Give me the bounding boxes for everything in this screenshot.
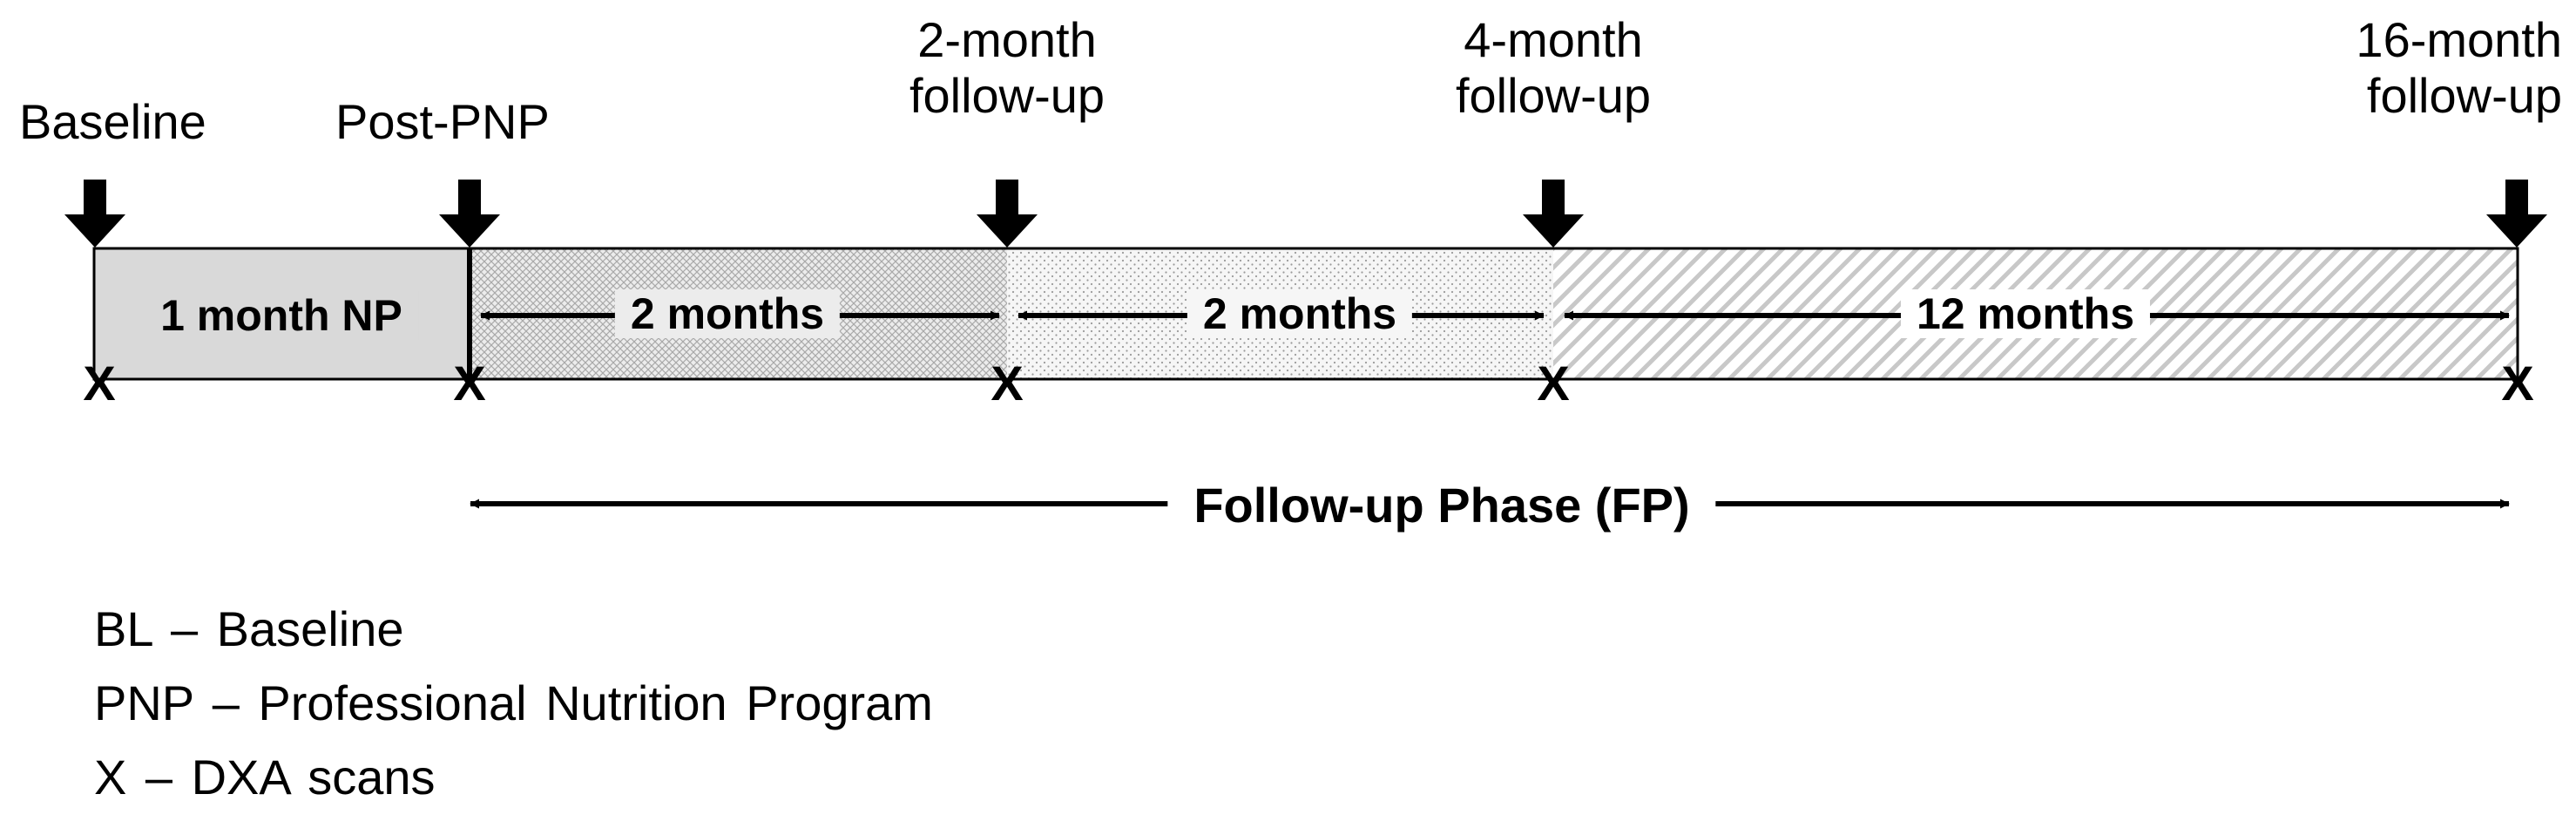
two-month-label-line2: follow-up	[909, 68, 1105, 123]
four-month-label: 4-month follow-up	[1456, 12, 1651, 124]
segment-label-2m-a: 2 months	[614, 289, 841, 338]
legend-item-x: X – DXA scans	[94, 750, 436, 804]
timeline-bar-outline	[92, 247, 2519, 381]
segment-label-12m: 12 months	[1900, 289, 2151, 338]
two-month-label-line1: 2-month	[917, 12, 1097, 67]
sixteen-month-label-line2: follow-up	[2366, 68, 2562, 123]
sixteen-month-label: 16-month follow-up	[2356, 12, 2562, 124]
four-month-label-line2: follow-up	[1455, 68, 1652, 123]
sixteen-month-label-line1: 16-month	[2356, 12, 2562, 67]
segment-label-np: 1 month NP	[145, 291, 418, 340]
four-month-arrow	[1523, 180, 1584, 248]
post-pnp-arrow	[439, 180, 500, 248]
baseline-arrow	[64, 180, 125, 248]
two-month-arrow	[977, 180, 1038, 248]
scan-marker-2-month: X	[991, 356, 1024, 411]
scan-marker-post-pnp: X	[453, 356, 486, 411]
baseline-label: Baseline	[19, 94, 206, 149]
post-pnp-label: Post-PNP	[335, 94, 550, 149]
scan-marker-4-month: X	[1537, 356, 1570, 411]
sixteen-month-arrow	[2486, 180, 2547, 248]
scan-marker-16-month: X	[2501, 356, 2534, 411]
scan-marker-baseline: X	[83, 356, 116, 411]
two-month-label: 2-month follow-up	[909, 12, 1105, 124]
legend-item-pnp: PNP – Professional Nutrition Program	[94, 675, 933, 730]
follow-up-phase-label: Follow-up Phase (FP)	[1167, 478, 1716, 533]
segment-label-2m-b: 2 months	[1187, 289, 1413, 338]
legend-item-bl: BL – Baseline	[94, 601, 404, 656]
four-month-label-line1: 4-month	[1464, 12, 1643, 67]
